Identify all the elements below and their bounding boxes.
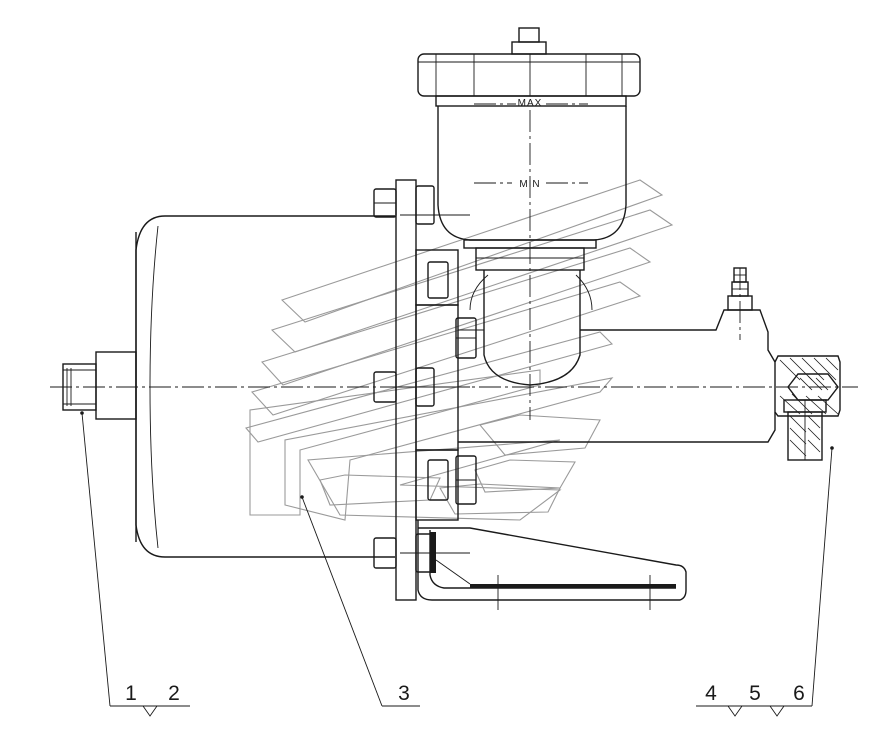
right-barrel — [458, 268, 776, 443]
reservoir — [417, 27, 641, 420]
outlet-fitting — [774, 355, 841, 461]
flange-bolts — [373, 185, 477, 573]
mounting-bracket — [417, 520, 687, 610]
watermark — [245, 179, 674, 521]
valve-body — [469, 270, 593, 386]
callout-6: 6 — [793, 682, 805, 705]
cylinder-body — [135, 215, 395, 558]
callout-1: 1 — [125, 682, 137, 705]
left-port-fitting — [62, 351, 137, 420]
callout-2: 2 — [168, 682, 180, 705]
leader-lines — [80, 411, 834, 717]
gauge-max-label: MAX — [518, 98, 543, 109]
bleed-screw — [727, 267, 753, 311]
callout-4: 4 — [705, 682, 717, 705]
gauge-min-label: MIN — [519, 179, 540, 190]
callout-5: 5 — [749, 682, 761, 705]
callout-3: 3 — [398, 682, 410, 705]
